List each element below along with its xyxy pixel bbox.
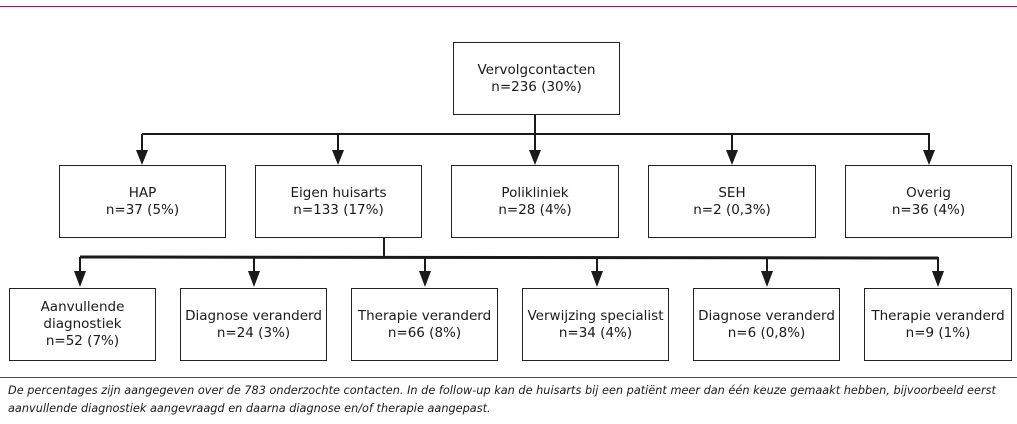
arrow-diagnose1 bbox=[248, 271, 260, 287]
bottom-rule bbox=[0, 377, 1017, 378]
arrow-aanvullend bbox=[74, 271, 86, 287]
node-diagnose-veranderd-1: Diagnose veranderd n=24 (3%) bbox=[180, 288, 327, 361]
node-title: Diagnose veranderd bbox=[185, 307, 322, 324]
node-title: Vervolgcontacten bbox=[477, 61, 596, 78]
node-eigen-huisarts: Eigen huisarts n=133 (17%) bbox=[255, 165, 422, 238]
node-value: n=28 (4%) bbox=[498, 201, 572, 218]
node-diagnose-veranderd-2: Diagnose veranderd n=6 (0,8%) bbox=[693, 288, 840, 361]
node-vervolgcontacten: Vervolgcontacten n=236 (30%) bbox=[453, 42, 620, 115]
node-title: Diagnose veranderd bbox=[698, 307, 835, 324]
node-value: n=66 (8%) bbox=[387, 324, 462, 341]
node-value: n=34 (4%) bbox=[558, 324, 633, 341]
arrow-verwijzing bbox=[591, 271, 603, 287]
arrow-overig bbox=[923, 150, 935, 165]
level2-bus bbox=[79, 255, 939, 260]
arrow-seh bbox=[726, 150, 738, 165]
node-title: Therapie veranderd bbox=[871, 307, 1005, 324]
node-seh: SEH n=2 (0,3%) bbox=[648, 165, 816, 238]
node-title: Aanvullende bbox=[40, 299, 125, 315]
node-title: Polikliniek bbox=[501, 184, 569, 201]
node-title-line2: diagnostiek bbox=[43, 316, 122, 332]
node-hap: HAP n=37 (5%) bbox=[59, 165, 226, 238]
arrow-diagnose2 bbox=[761, 271, 773, 287]
node-title: Eigen huisarts bbox=[290, 184, 387, 201]
caption-line-2: aanvullende diagnostiek aangevraagd en d… bbox=[8, 402, 491, 415]
node-overig: Overig n=36 (4%) bbox=[845, 165, 1012, 238]
node-value: n=2 (0,3%) bbox=[693, 201, 771, 218]
node-title: Overig bbox=[906, 184, 951, 201]
node-aanvullende-diagnostiek: Aanvullende diagnostiek n=52 (7%) bbox=[9, 288, 156, 361]
node-title: Therapie veranderd bbox=[357, 307, 492, 324]
node-therapie-veranderd-1: Therapie veranderd n=66 (8%) bbox=[351, 288, 498, 361]
node-value: n=133 (17%) bbox=[293, 201, 384, 218]
node-value: n=236 (30%) bbox=[491, 78, 582, 95]
node-value: n=52 (7%) bbox=[45, 333, 120, 349]
top-rule bbox=[0, 6, 1017, 7]
arrow-therapie2 bbox=[932, 271, 944, 287]
arrow-polikliniek bbox=[529, 150, 541, 165]
node-value: n=24 (3%) bbox=[216, 324, 291, 341]
node-value: n=37 (5%) bbox=[105, 201, 180, 218]
node-polikliniek: Polikliniek n=28 (4%) bbox=[451, 165, 619, 238]
arrow-therapie1 bbox=[419, 271, 431, 287]
arrow-huisarts bbox=[332, 150, 344, 165]
node-value: n=6 (0,8%) bbox=[727, 324, 806, 341]
arrow-hap bbox=[136, 150, 148, 165]
node-value: n=36 (4%) bbox=[891, 201, 966, 218]
figure-caption: De percentages zijn aangegeven over de 7… bbox=[8, 382, 1008, 418]
node-verwijzing-specialist: Verwijzing specialist n=34 (4%) bbox=[522, 288, 669, 361]
node-title: HAP bbox=[128, 184, 157, 201]
node-title: SEH bbox=[718, 184, 746, 201]
node-title: Verwijzing specialist bbox=[527, 307, 664, 324]
node-value: n=9 (1%) bbox=[905, 324, 971, 341]
node-therapie-veranderd-2: Therapie veranderd n=9 (1%) bbox=[864, 288, 1012, 361]
caption-line-1: De percentages zijn aangegeven over de 7… bbox=[8, 384, 996, 397]
